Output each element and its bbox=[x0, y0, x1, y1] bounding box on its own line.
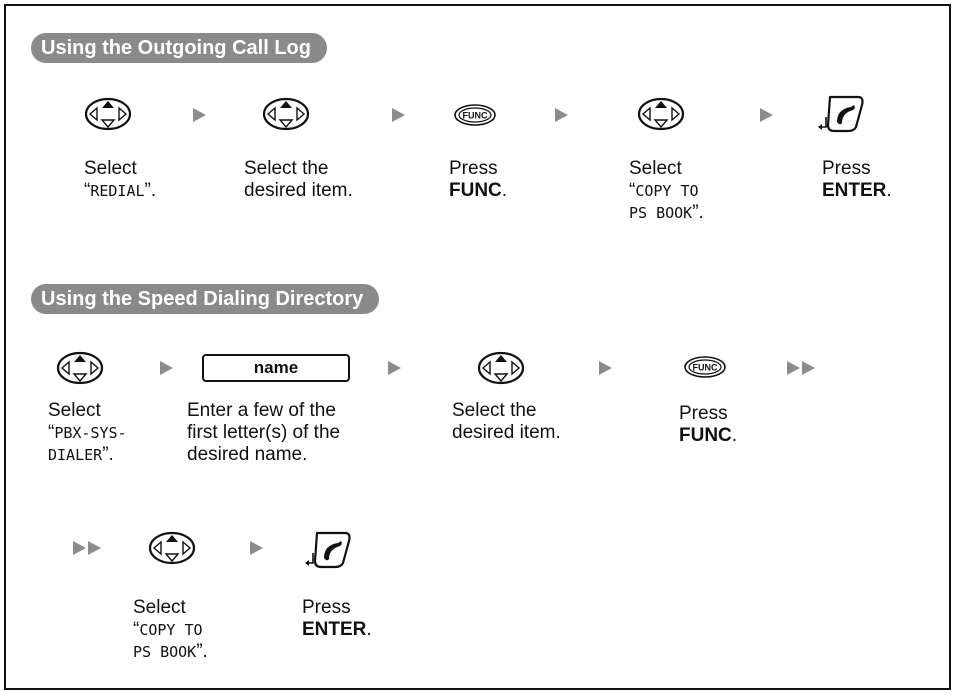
section-title-outgoing-call-log: Using the Outgoing Call Log bbox=[31, 33, 327, 63]
step-label: Select “COPY TO PS BOOK”. bbox=[629, 158, 704, 223]
arrow-right-icon bbox=[160, 361, 173, 375]
navigator-key-icon bbox=[477, 351, 525, 385]
arrow-right-icon bbox=[760, 108, 773, 122]
step-label: Select “PBX-SYS- DIALER”. bbox=[48, 400, 127, 465]
navigator-key-icon bbox=[262, 97, 310, 131]
arrow-right-icon bbox=[599, 361, 612, 375]
enter-key-icon bbox=[818, 95, 864, 133]
step-label: Select the desired item. bbox=[452, 400, 561, 443]
func-button-icon bbox=[684, 356, 726, 378]
double-arrow-right-icon bbox=[802, 361, 815, 375]
double-arrow-right-icon bbox=[73, 541, 86, 555]
arrow-right-icon bbox=[388, 361, 401, 375]
arrow-right-icon bbox=[193, 108, 206, 122]
enter-key-icon bbox=[305, 531, 351, 569]
navigator-key-icon bbox=[637, 97, 685, 131]
navigator-key-icon bbox=[56, 351, 104, 385]
navigator-key-icon bbox=[148, 531, 196, 565]
step-label: Press FUNC. bbox=[679, 403, 738, 446]
step-label: Select the desired item. bbox=[244, 158, 353, 201]
arrow-right-icon bbox=[250, 541, 263, 555]
double-arrow-right-icon bbox=[787, 361, 800, 375]
arrow-right-icon bbox=[392, 108, 405, 122]
step-label: Enter a few of the first letter(s) of th… bbox=[187, 400, 341, 465]
step-label: Select “COPY TO PS BOOK”. bbox=[133, 597, 208, 662]
name-entry-box: name bbox=[202, 354, 350, 382]
step-label: Press ENTER. bbox=[302, 597, 372, 640]
step-label: Press FUNC. bbox=[449, 158, 508, 201]
func-button-icon bbox=[454, 104, 496, 126]
arrow-right-icon bbox=[555, 108, 568, 122]
double-arrow-right-icon bbox=[88, 541, 101, 555]
step-label: Select “REDIAL”. bbox=[84, 158, 157, 201]
diagram-frame bbox=[4, 4, 951, 690]
step-label: Press ENTER. bbox=[822, 158, 892, 201]
navigator-key-icon bbox=[84, 97, 132, 131]
section-title-speed-dialing-directory: Using the Speed Dialing Directory bbox=[31, 284, 380, 314]
